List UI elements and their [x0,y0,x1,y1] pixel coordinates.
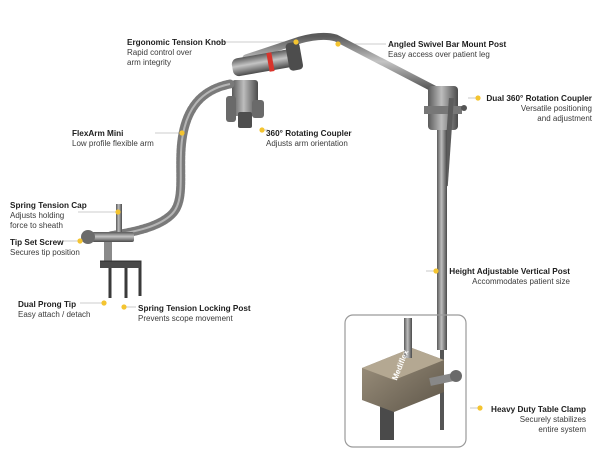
marker-locking [121,304,127,310]
table-clamp: Mediflex [362,318,462,440]
callout-title: Ergonomic Tension Knob [127,38,227,47]
callout-desc: Adjusts arm orientation [266,139,348,148]
callout-tip-screw: Tip Set Screw Secures tip position [10,238,80,258]
callout-title: Dual Prong Tip [18,300,77,309]
swivel-bar [242,32,444,96]
callout-ergonomic-knob: Ergonomic Tension Knob Rapid control ove… [127,38,226,68]
callout-table-clamp: Heavy Duty Table Clamp Securely stabiliz… [491,405,586,435]
callout-title: Height Adjustable Vertical Post [449,267,570,276]
callout-title: FlexArm Mini [72,129,124,138]
callout-desc: Securely stabilizes [519,415,586,424]
callout-locking-post: Spring Tension Locking Post Prevents sco… [138,304,251,324]
marker-post [433,268,439,274]
callout-desc: Secures tip position [10,248,80,257]
marker-knob [293,39,299,45]
callout-desc: Versatile positioning [520,104,592,113]
callout-desc: entire system [538,425,586,434]
callout-title: 360° Rotating Coupler [266,129,352,138]
marker-flexarm [179,130,185,136]
callout-title: Spring Tension Locking Post [138,304,251,313]
callout-desc: Rapid control over [127,48,192,57]
marker-rotation [475,95,481,101]
callout-title: Spring Tension Cap [10,201,87,210]
flexarm-segmented [105,79,235,241]
callout-desc: Prevents scope movement [138,314,233,323]
callout-spring-cap: Spring Tension Cap Adjusts holding force… [10,201,87,231]
clamp-inset-frame [344,314,467,448]
callout-rotation-coupler: Dual 360° Rotation Coupler Versatile pos… [486,94,592,124]
callout-desc: Accommodates patient size [472,277,570,286]
tension-knob-assembly [226,41,304,128]
callout-title: Heavy Duty Table Clamp [491,405,586,414]
vertical-post [437,130,447,350]
callout-title: Angled Swivel Bar Mount Post [388,40,507,49]
callout-markers [77,39,483,411]
marker-clamp [477,405,483,411]
marker-swivel [335,41,341,47]
marker-screw [77,238,83,244]
callout-desc: and adjustment [537,114,592,123]
marker-cap [115,209,121,215]
callout-desc: Low profile flexible arm [72,139,154,148]
callout-desc: Easy attach / detach [18,310,91,319]
callout-swivel-bar: Angled Swivel Bar Mount Post Easy access… [388,40,506,60]
callout-flexarm: FlexArm Mini Low profile flexible arm [72,129,154,149]
callout-desc: arm integrity [127,58,172,67]
callout-desc: Easy access over patient leg [388,50,490,59]
callout-vertical-post: Height Adjustable Vertical Post Accommod… [449,267,570,287]
marker-prong [101,300,107,306]
marker-rotating [259,127,265,133]
callout-title: Tip Set Screw [10,238,64,247]
tip-assembly [81,204,142,298]
callout-rotating-coupler: 360° Rotating Coupler Adjusts arm orient… [266,129,352,149]
callout-title: Dual 360° Rotation Coupler [486,94,592,103]
callout-prong-tip: Dual Prong Tip Easy attach / detach [18,300,91,320]
callout-desc: force to sheath [10,221,63,230]
callout-desc: Adjusts holding [10,211,65,220]
